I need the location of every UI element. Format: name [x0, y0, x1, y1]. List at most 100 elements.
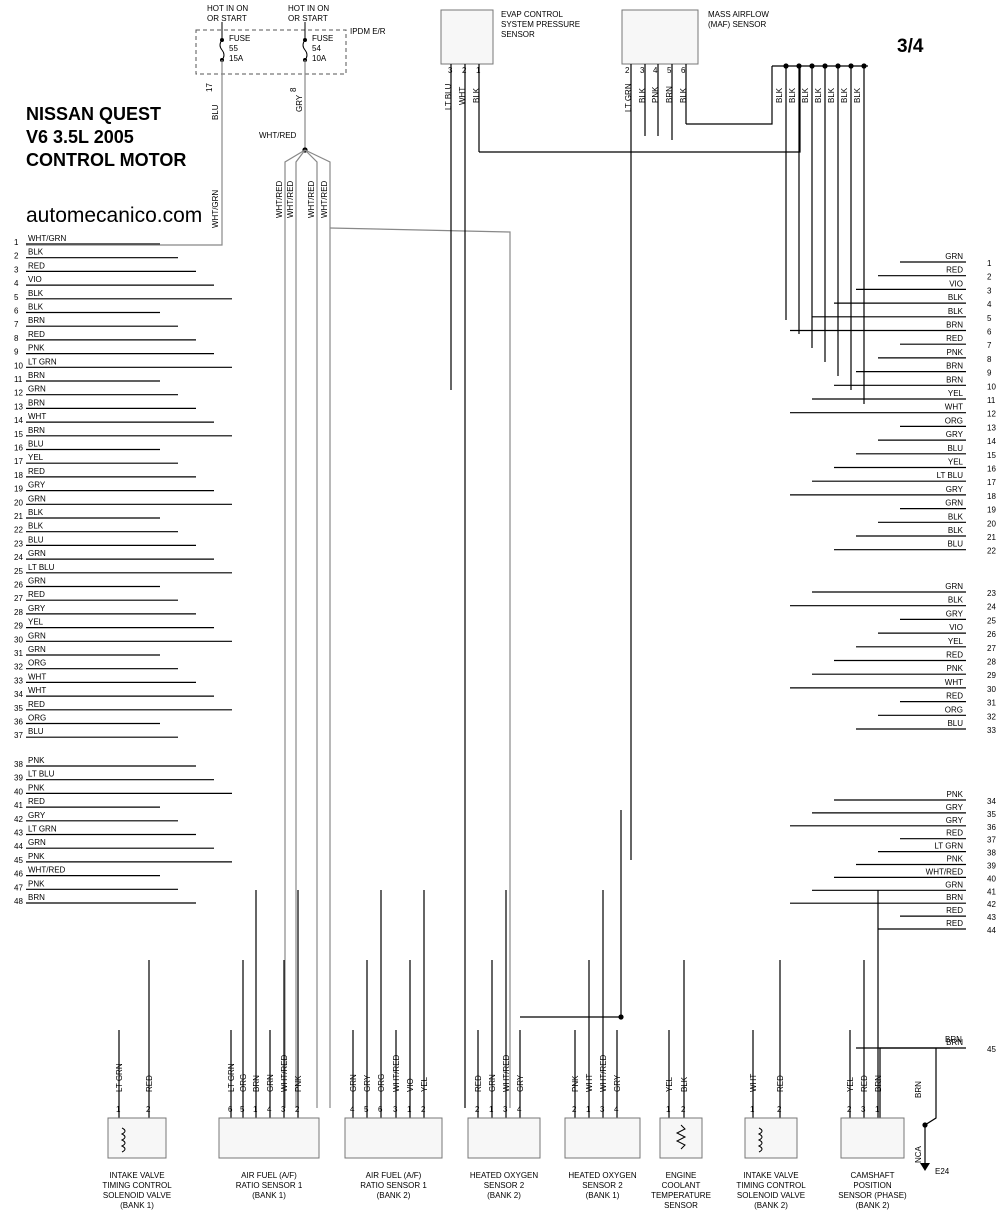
component-label: (BANK 1) — [252, 1191, 286, 1200]
right-pin-number: 1 — [987, 259, 992, 268]
left-pin-color: RED — [28, 700, 45, 709]
component-label: HEATED OXYGEN — [470, 1171, 539, 1180]
left-pin-number: 1 — [14, 238, 19, 247]
right-pin-number: 2 — [987, 273, 992, 282]
left-pin-color: WHT — [28, 412, 46, 421]
left-pin-color: PNK — [28, 756, 45, 765]
component-wire-label: RED — [860, 1075, 869, 1092]
component-label: COOLANT — [662, 1181, 701, 1190]
right-pin-number: 38 — [987, 849, 996, 858]
right-pin-number: 17 — [987, 478, 996, 487]
component-pin-number: 2 — [681, 1105, 686, 1114]
right-pin-number: 44 — [987, 926, 996, 935]
component-pin-number: 5 — [240, 1105, 245, 1114]
right-pin-number: 27 — [987, 644, 996, 653]
component-label: (BANK 2) — [754, 1201, 788, 1210]
wht-grn-wire-label: WHT/GRN — [211, 190, 220, 228]
right-pin-color: BRN — [946, 321, 963, 330]
left-pin-color: WHT/RED — [28, 866, 66, 875]
left-pin-color: LT BLU — [28, 563, 55, 572]
maf-wire-5: BRN — [665, 86, 674, 103]
left-pin-color: VIO — [28, 275, 42, 284]
component-body — [218, 1117, 320, 1159]
component-pin-number: 1 — [875, 1105, 880, 1114]
left-pin-number: 41 — [14, 801, 23, 810]
component-wire-label: YEL — [846, 1076, 855, 1092]
maf-pin-4: 4 — [653, 66, 658, 75]
right-pin-color: PNK — [947, 348, 964, 357]
right-pin-color: RED — [946, 334, 963, 343]
ipdm-label: IPDM E/R — [350, 27, 386, 36]
left-pin-color: GRY — [28, 604, 46, 613]
left-pin-number: 47 — [14, 883, 23, 892]
ground-wire-label: BLK — [814, 87, 823, 103]
component-pin-number: 4 — [267, 1105, 272, 1114]
component-wire-label: LT GRN — [227, 1063, 236, 1092]
ipdm-fuse-box: HOT IN ON OR START HOT IN ON OR START FU… — [195, 4, 386, 228]
left-pin-number: 13 — [14, 402, 23, 411]
component-wire-label: WHT/RED — [392, 1054, 401, 1092]
ground-wire-label: BLK — [775, 87, 784, 103]
left-pin-number: 6 — [14, 307, 19, 316]
right-pin-color: BLK — [948, 526, 964, 535]
component-wire-label: PNK — [294, 1075, 303, 1092]
fuse2-number: 54 — [312, 44, 321, 53]
right-pin-number: 12 — [987, 410, 996, 419]
wire-path — [479, 66, 801, 153]
right-pin-color: GRY — [946, 609, 964, 618]
wht-red-branch-label: WHT/RED — [320, 180, 329, 218]
component-wire-label: VIO — [406, 1078, 415, 1092]
right-pin-number: 31 — [987, 699, 996, 708]
right-pin-number: 13 — [987, 423, 996, 432]
right-pin-number: 9 — [987, 369, 992, 378]
left-pin-color: WHT — [28, 686, 46, 695]
right-pin-color: GRY — [946, 485, 964, 494]
left-pin-number: 43 — [14, 829, 23, 838]
left-pin-number: 42 — [14, 815, 23, 824]
fuse2-label: FUSE — [312, 34, 333, 43]
evap-title-2: SYSTEM PRESSURE — [501, 20, 580, 29]
component-pin-number: 6 — [378, 1105, 383, 1114]
right-pin-color: BLK — [948, 512, 964, 521]
right-pin-color: BLU — [947, 540, 963, 549]
hot-label-1a: HOT IN ON — [207, 4, 248, 13]
wht-red-branch-label: WHT/RED — [275, 180, 284, 218]
right-pin-color: BRN — [946, 375, 963, 384]
left-pin-number: 23 — [14, 539, 23, 548]
left-pin-number: 34 — [14, 690, 23, 699]
component-label: (BANK 2) — [856, 1201, 890, 1210]
fuse2-amp: 10A — [312, 54, 327, 63]
left-pin-number: 18 — [14, 471, 23, 480]
right-pin-number: 19 — [987, 506, 996, 515]
right-pin-number: 37 — [987, 836, 996, 845]
left-pin-color: RED — [28, 261, 45, 270]
right-pin-number: 43 — [987, 913, 996, 922]
right-pin-color: PNK — [947, 855, 964, 864]
left-pin-number: 25 — [14, 567, 23, 576]
component-body — [467, 1117, 541, 1159]
left-pin-number: 26 — [14, 581, 23, 590]
right-pin-number: 29 — [987, 671, 996, 680]
left-pin-color: GRY — [28, 811, 46, 820]
right-pin-number: 28 — [987, 658, 996, 667]
nca-label: NCA — [914, 1145, 923, 1163]
left-pin-number: 45 — [14, 856, 23, 865]
component-label: INTAKE VALVE — [743, 1171, 798, 1180]
left-pin-number: 32 — [14, 663, 23, 672]
maf-pin-2: 2 — [625, 66, 630, 75]
right-pin-color: LT BLU — [937, 471, 964, 480]
left-pin-color: BLK — [28, 508, 44, 517]
maf-pin-6: 6 — [681, 66, 686, 75]
right-pin-color: BLU — [947, 719, 963, 728]
left-pin-color: BLU — [28, 727, 44, 736]
diagram-title-line-3: CONTROL MOTOR — [26, 150, 187, 170]
left-pin-number: 19 — [14, 485, 23, 494]
right-pin-color: BRN — [946, 362, 963, 371]
left-pin-color: ORG — [28, 659, 46, 668]
right-pin-number: 24 — [987, 603, 996, 612]
component-wire-label: BRN — [874, 1075, 883, 1092]
component-pin-number: 4 — [517, 1105, 522, 1114]
right-pin-color: GRY — [946, 816, 964, 825]
component-body — [659, 1117, 703, 1159]
